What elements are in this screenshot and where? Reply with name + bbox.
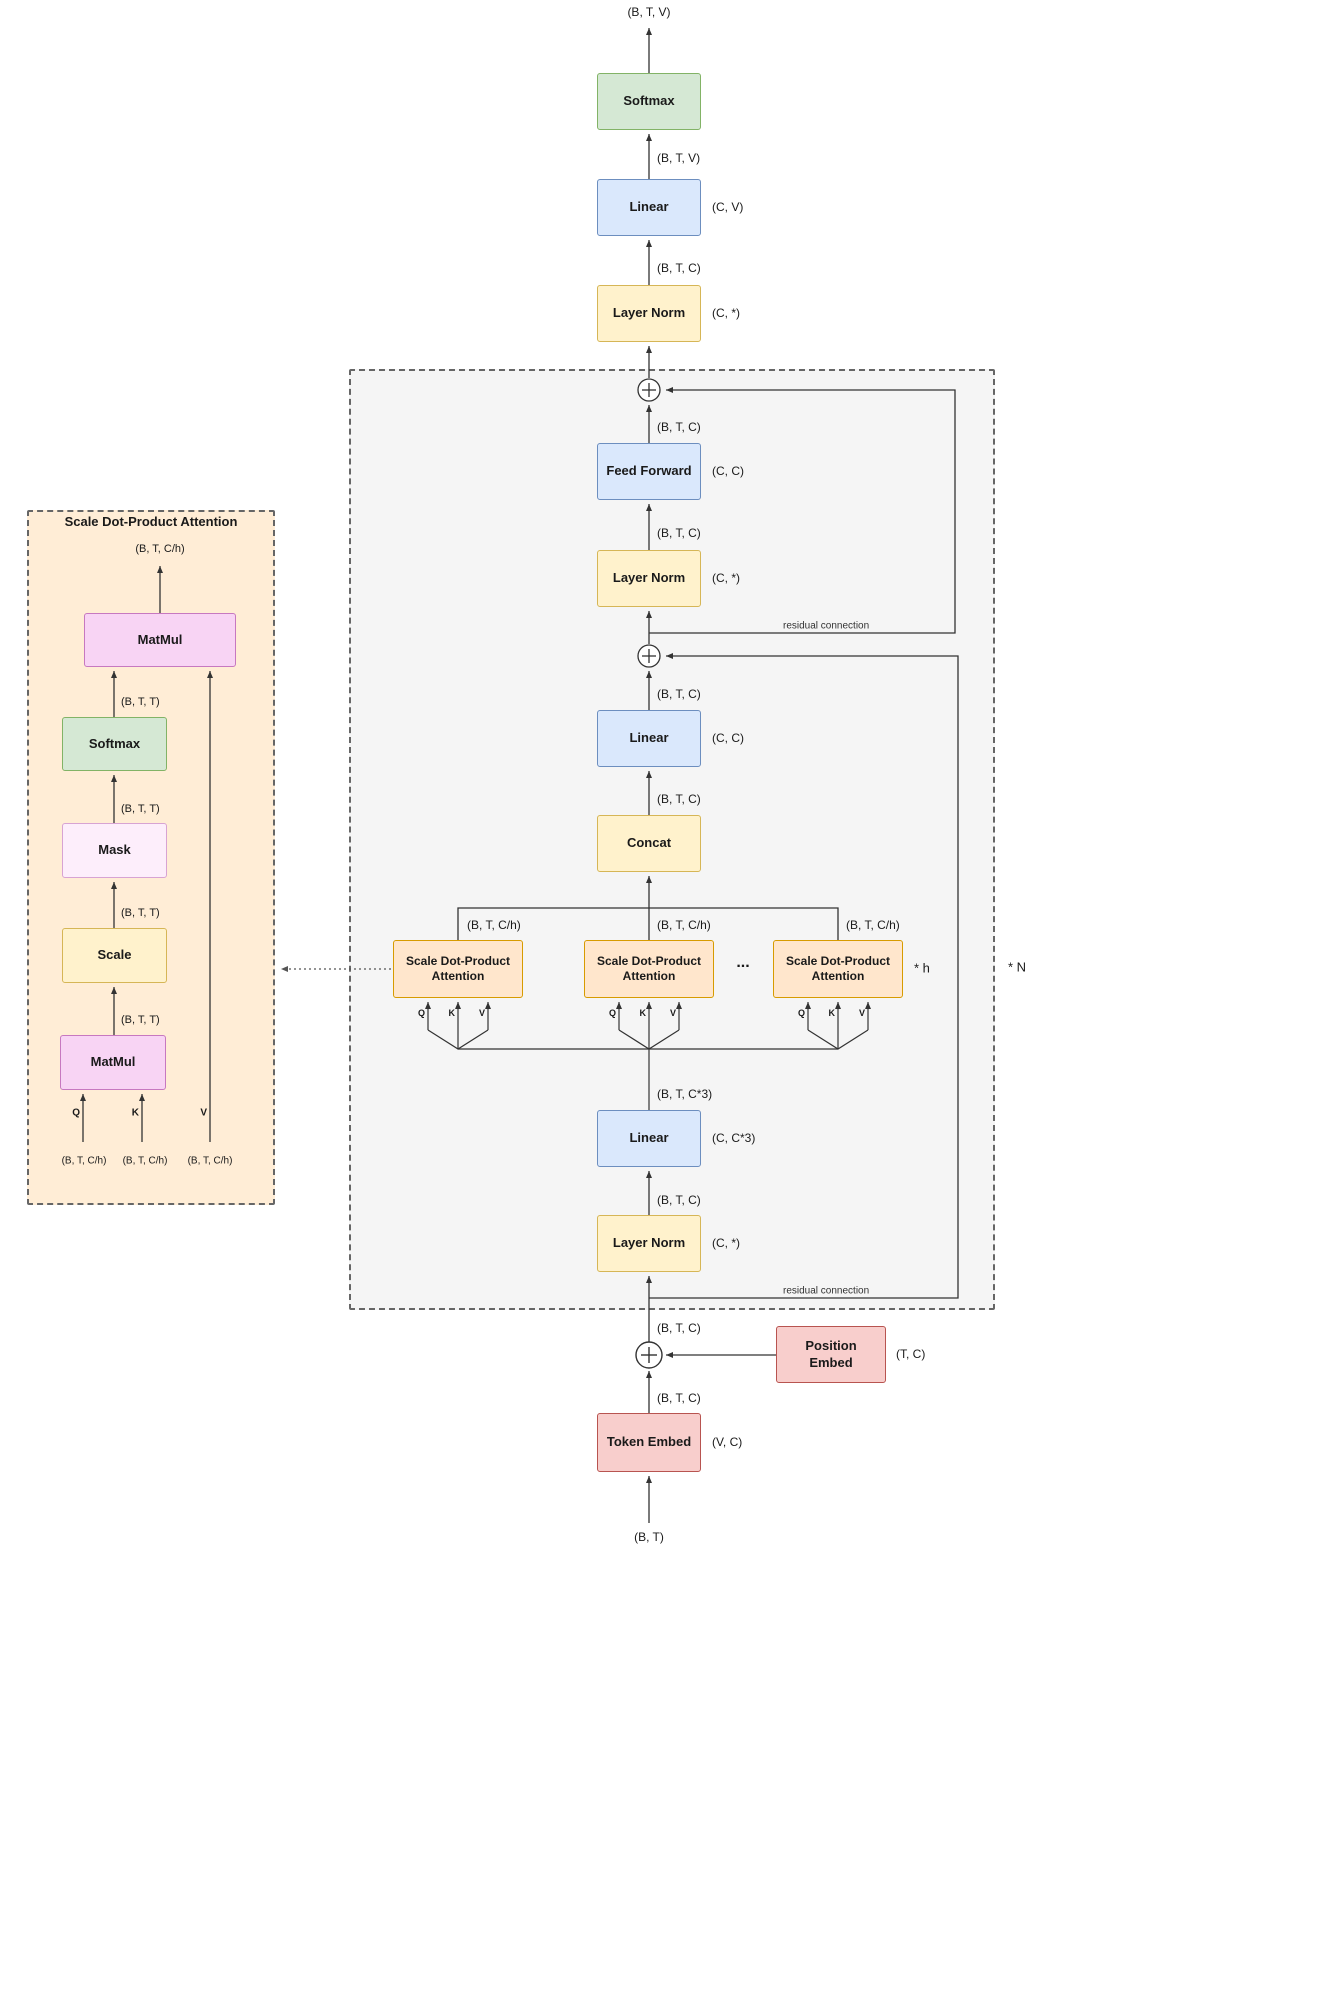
attention-head-3-block: Scale Dot-Product Attention [773,940,903,998]
dim-label-softmax-in: (B, T, V) [657,151,701,165]
side-label-ff: (C, C) [712,464,744,478]
dim-label-concat-out: (B, T, C) [657,792,701,806]
panel-dim-matmul-out: (B, T, T) [121,1014,160,1026]
panel-dim-v-in: (B, T, C/h) [187,1155,233,1167]
dim-label-head2-out: (B, T, C/h) [657,918,711,932]
side-label-ln-out: (C, *) [712,306,740,320]
dim-label-head1-out: (B, T, C/h) [467,918,521,932]
concat-block: Concat [597,815,701,872]
panel-title: Scale Dot-Product Attention [64,514,238,529]
qkv-label-v: V [669,1008,676,1018]
panel-dim-output: (B, T, C/h) [135,543,185,555]
layers-multiplier-label: * N [1008,959,1027,975]
dim-label-ff-out: (B, T, C) [657,420,701,434]
dim-label-ff-in: (B, T, C) [657,526,701,540]
qkv-label-v: V [858,1008,865,1018]
dim-label-head3-out: (B, T, C/h) [846,918,900,932]
panel-dim-mask-out: (B, T, T) [121,803,160,815]
residual-label-lower: residual connection [783,1285,870,1297]
dim-label-ln-in: (B, T, C) [657,1193,701,1207]
dim-label-embed-out: (B, T, C) [657,1391,701,1405]
panel-dim-softmax-out: (B, T, T) [121,696,160,708]
token-embed-block: Token Embed [597,1413,701,1472]
layernorm-ff-block: Layer Norm [597,550,701,607]
qkv-label-k: K [448,1008,456,1018]
layernorm-attn-block: Layer Norm [597,1215,701,1272]
attention-head-2-block: Scale Dot-Product Attention [584,940,714,998]
panel-dim-k-in: (B, T, C/h) [122,1155,168,1167]
side-label-ln-ff: (C, *) [712,571,740,585]
side-label-linear-qkv: (C, C*3) [712,1131,756,1145]
side-label-pos-embed: (T, C) [896,1347,926,1361]
dim-label-block-in: (B, T, C) [657,1321,701,1335]
panel-matmul-qk-block: MatMul [60,1035,166,1090]
feed-forward-block: Feed Forward [597,443,701,500]
qkv-label-k: K [828,1008,836,1018]
linear-output-block: Linear [597,179,701,236]
qkv-label-q: Q [417,1008,425,1018]
heads-multiplier-label: * h [914,960,930,976]
side-label-ln-attn: (C, *) [712,1236,740,1250]
panel-scale-block: Scale [62,928,167,983]
panel-dim-scale-out: (B, T, T) [121,907,160,919]
linear-qkv-block: Linear [597,1110,701,1167]
linear-proj-block: Linear [597,710,701,767]
panel-mask-block: Mask [62,823,167,878]
panel-qkv-label-v: V [200,1107,207,1119]
side-label-token-embed: (V, C) [712,1435,743,1449]
side-label-linear-out: (C, V) [712,200,744,214]
qkv-label-q: Q [608,1008,616,1018]
ellipsis-label: ... [736,954,750,971]
position-embed-block: Position Embed [776,1326,886,1383]
qkv-label-k: K [639,1008,647,1018]
add-node-embed [635,1341,663,1369]
layernorm-output-block: Layer Norm [597,285,701,342]
panel-dim-q-in: (B, T, C/h) [61,1155,107,1167]
residual-label-upper: residual connection [783,620,870,632]
softmax-output-block: Softmax [597,73,701,130]
qkv-label-q: Q [797,1008,805,1018]
attention-head-1-block: Scale Dot-Product Attention [393,940,523,998]
dim-label-qkv-out: (B, T, C*3) [657,1087,713,1101]
dim-label-proj-out: (B, T, C) [657,687,701,701]
panel-matmul-output-block: MatMul [84,613,236,667]
panel-qkv-label-q: Q [72,1107,80,1119]
qkv-label-v: V [478,1008,485,1018]
dim-label-linear-in: (B, T, C) [657,261,701,275]
side-label-linear-proj: (C, C) [712,731,744,745]
panel-softmax-block: Softmax [62,717,167,771]
panel-qkv-label-k: K [131,1107,139,1119]
dim-label-output: (B, T, V) [627,5,671,19]
dim-label-input: (B, T) [634,1530,664,1544]
